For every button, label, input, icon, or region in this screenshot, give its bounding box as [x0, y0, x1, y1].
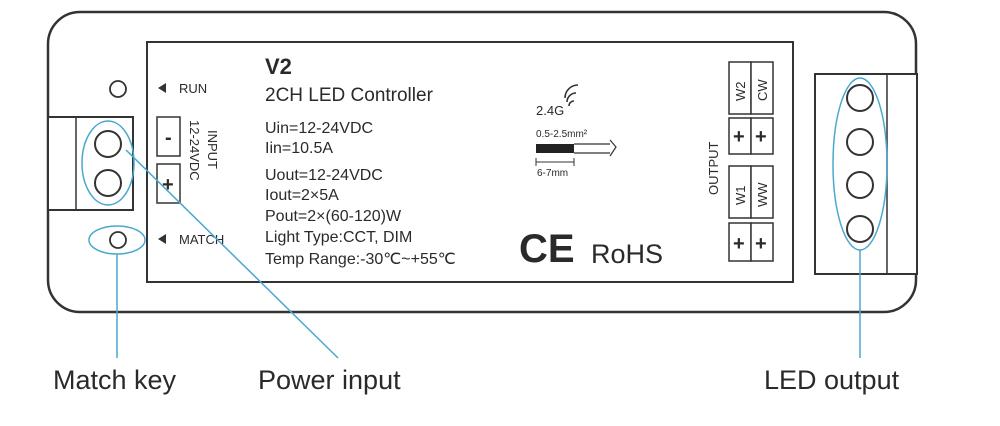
callout-power-input: Power input [258, 365, 401, 395]
terminal-w1: W1 [733, 186, 748, 206]
terminal-cw: CW [755, 79, 770, 101]
spec-temp-range: Temp Range:-30℃~+55℃ [265, 251, 456, 268]
match-key-button[interactable] [109, 231, 127, 249]
product-name: 2CH LED Controller [265, 85, 434, 106]
spec-iout: Iout=2×5A [265, 187, 339, 204]
spec-iin: Iin=10.5A [265, 140, 333, 157]
input-label: INPUT [205, 130, 220, 169]
output-label: OUTPUT [706, 142, 721, 196]
callout-lines [81, 77, 888, 359]
input-screw-2 [94, 169, 122, 197]
model-label: V2 [265, 54, 292, 79]
rohs-mark: RoHS [591, 239, 663, 269]
power-input-highlight [81, 120, 135, 206]
wireless-signal-icon [564, 84, 579, 107]
power-input-line [125, 149, 339, 359]
output-terminal-block [814, 73, 918, 275]
callout-led-output: LED output [764, 365, 900, 395]
output-terminal-labels [728, 61, 774, 262]
input-voltage-label: 12-24VDC [187, 120, 202, 181]
output-screw-4 [846, 215, 874, 243]
output-screw-3 [846, 171, 874, 199]
callout-match-key: Match key [53, 365, 177, 395]
terminal-plus-2: + [755, 126, 767, 148]
wireless-label: 2.4G [536, 103, 564, 118]
input-plus-sign: + [162, 174, 174, 196]
ce-mark: CE [519, 227, 575, 271]
strip-length-label: 6-7mm [537, 168, 568, 179]
match-arrow-icon [158, 234, 166, 244]
input-minus-sign: - [165, 127, 172, 149]
spec-light-type: Light Type:CCT, DIM [265, 229, 412, 246]
terminal-w2: W2 [733, 82, 748, 102]
terminal-plus-4: + [755, 233, 767, 255]
terminal-plus-3: + [733, 233, 745, 255]
spec-uout: Uout=12-24VDC [265, 167, 383, 184]
spec-pout: Pout=2×(60-120)W [265, 208, 402, 225]
spec-uin: Uin=12-24VDC [265, 120, 373, 137]
input-minus-box [156, 116, 181, 157]
run-label: RUN [179, 81, 207, 96]
run-led-indicator [109, 80, 127, 98]
output-screw-1 [846, 84, 874, 112]
wire-strip-icon [535, 139, 617, 166]
label-panel [146, 41, 794, 283]
input-plus-box [156, 163, 181, 204]
terminal-ww: WW [755, 182, 770, 207]
wire-gauge-label: 0.5-2.5mm² [536, 129, 588, 140]
output-screw-2 [846, 128, 874, 156]
terminal-plus-1: + [733, 126, 745, 148]
input-screw-1 [94, 130, 122, 158]
run-arrow-icon [158, 83, 166, 93]
